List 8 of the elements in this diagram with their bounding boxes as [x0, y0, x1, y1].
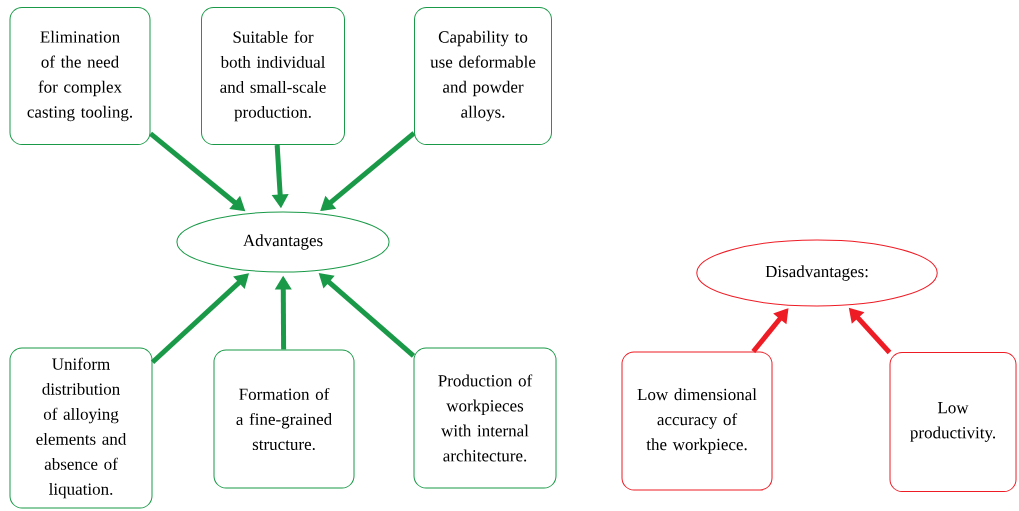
- rounded-box: Low productivity.: [889, 352, 1017, 492]
- rounded-box: Production of workpieces with internal architecture.: [413, 347, 557, 489]
- rounded-box: Capability to use deformable and powder alloys.: [414, 7, 552, 145]
- rounded-box: Elimination of the need for complex casting tooling.: [9, 7, 151, 145]
- rounded-box: Suitable for both individual and small-scale production.: [201, 7, 345, 145]
- rounded-box: Uniform distribution of alloying elements and absence of liquation.: [9, 347, 153, 509]
- rounded-box: Formation of a fine-grained structure.: [213, 349, 355, 489]
- rounded-box: Low dimensional accuracy of the workpiece.: [621, 351, 773, 491]
